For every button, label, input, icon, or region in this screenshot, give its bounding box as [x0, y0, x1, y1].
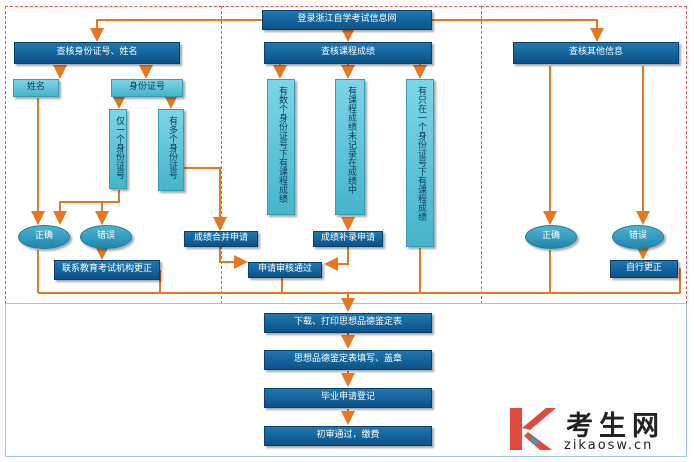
left-wrong-node: 错误 — [80, 225, 132, 249]
fill-seal-node: 思想品德鉴定表填写、盖章 — [264, 350, 432, 370]
right-correct-node: 正确 — [525, 225, 577, 249]
site-logo: 考生网 zikaosw.cn — [506, 402, 692, 458]
logo-subtitle: zikaosw.cn — [564, 438, 654, 453]
one-id-missing-node: 有只在一个身份证号下有课程成绩 — [406, 79, 434, 247]
merge-scores-node: 成绩合并申请 — [184, 231, 258, 247]
name-node: 姓名 — [13, 79, 59, 97]
check-other-node: 查核其他信息 — [513, 42, 679, 64]
check-id-node: 查核身份证号、姓名 — [14, 42, 180, 64]
left-correct-node: 正确 — [18, 225, 70, 249]
multi-id-node: 有多个身份证号 — [158, 109, 184, 191]
logo-k-mark — [510, 408, 556, 450]
only-one-id-node: 仅一个身份证号 — [109, 109, 127, 189]
download-node: 下载、打印思想品德鉴定表 — [264, 313, 432, 333]
supplement-scores-node: 成绩补录申请 — [313, 231, 383, 247]
first-review-node: 初审通过，缴费 — [264, 426, 432, 446]
login-node: 登录浙江自学考试信息网 — [262, 10, 432, 30]
scores-missing-node: 有课程成绩未记录在成绩中 — [335, 79, 365, 215]
right-wrong-node: 错误 — [612, 225, 664, 249]
self-correct-node: 自行更正 — [610, 260, 678, 278]
approved-node: 申请审核通过 — [248, 262, 322, 278]
grad-apply-node: 毕业申请登记 — [264, 388, 432, 408]
multi-id-scores-node: 有数个身份证号下有课程成绩 — [267, 79, 295, 215]
contact-org-node: 联系教育考试机构更正 — [54, 260, 160, 280]
check-course-node: 查核课程成绩 — [264, 42, 432, 64]
id-number-node: 身份证号 — [111, 79, 183, 97]
logo-title: 考生网 — [566, 411, 665, 442]
